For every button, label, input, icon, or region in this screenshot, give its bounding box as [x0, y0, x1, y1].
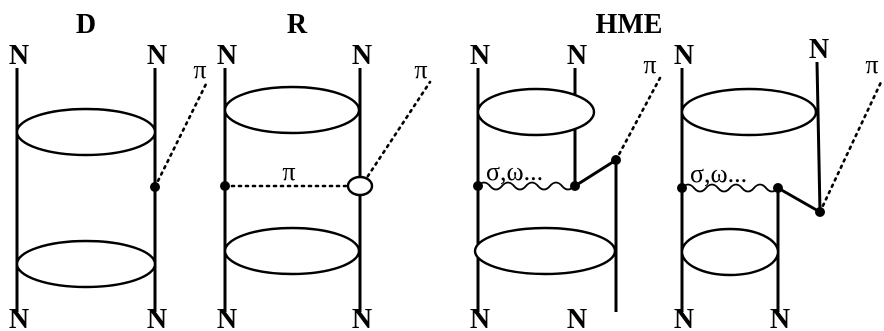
panel-d: D N N π N N — [9, 9, 209, 331]
pion-label: π — [414, 55, 427, 84]
meson-exchange-line — [681, 183, 779, 193]
nucleon-label: N — [567, 40, 587, 71]
nucleon-label: N — [147, 40, 167, 71]
meson-exchange-line — [477, 181, 575, 191]
nucleon-label: N — [352, 40, 372, 71]
nucleus-ellipse-top — [680, 87, 818, 137]
vertex-dot — [473, 181, 483, 191]
exchange-label: π — [282, 157, 295, 186]
exchange-label: σ,ω... — [486, 157, 543, 186]
nucleon-line — [815, 61, 822, 213]
nucleus-ellipse-bottom — [15, 239, 157, 289]
nucleon-label: N — [9, 304, 29, 331]
nucleon-label: N — [352, 304, 372, 331]
nucleus-ellipse-top — [15, 107, 157, 157]
vertex-dot — [570, 181, 580, 191]
rescattering-vertex — [346, 175, 374, 197]
nucleon-label: N — [217, 40, 237, 71]
panel-r-title: R — [287, 9, 308, 40]
nucleon-label: N — [470, 304, 490, 331]
nucleus-ellipse-bottom — [680, 227, 780, 277]
nucleon-label: N — [674, 304, 694, 331]
nucleon-label: N — [809, 34, 829, 65]
pion-line — [614, 76, 662, 162]
nucleus-ellipse-bottom — [473, 226, 617, 276]
nucleon-line — [574, 158, 617, 188]
pion-line — [818, 78, 884, 214]
nucleon-label: N — [217, 304, 237, 331]
vertex-dot — [815, 207, 825, 217]
panel-r: R N N π π N N — [217, 9, 432, 331]
vertex-dot — [611, 155, 621, 165]
panel-d-title: D — [76, 9, 96, 40]
nucleon-label: N — [470, 40, 490, 71]
pion-label: π — [193, 55, 206, 84]
nucleon-label: N — [674, 40, 694, 71]
pion-line — [362, 80, 432, 184]
vertex-dot — [677, 183, 687, 193]
nucleon-label: N — [147, 304, 167, 331]
nucleus-ellipse-top — [223, 85, 361, 135]
panel-hme-right: N N π σ,ω... N N — [674, 34, 884, 331]
nucleon-label: N — [9, 40, 29, 71]
vertex-dot — [150, 182, 160, 192]
vertex-dot — [220, 181, 230, 191]
vertex-dot — [773, 183, 783, 193]
pion-label: π — [643, 50, 656, 79]
pion-label: π — [865, 50, 878, 79]
nucleon-label: N — [567, 304, 587, 331]
panel-hme-title: HME — [596, 9, 663, 40]
nucleus-ellipse-bottom — [223, 226, 361, 276]
panel-hme-left: N N π σ,ω... N N — [470, 40, 662, 331]
nucleus-ellipse-top — [476, 87, 596, 137]
nucleon-label: N — [770, 304, 790, 331]
exchange-label: σ,ω... — [690, 159, 747, 188]
nucleon-line — [777, 186, 821, 214]
pion-line — [153, 80, 209, 189]
